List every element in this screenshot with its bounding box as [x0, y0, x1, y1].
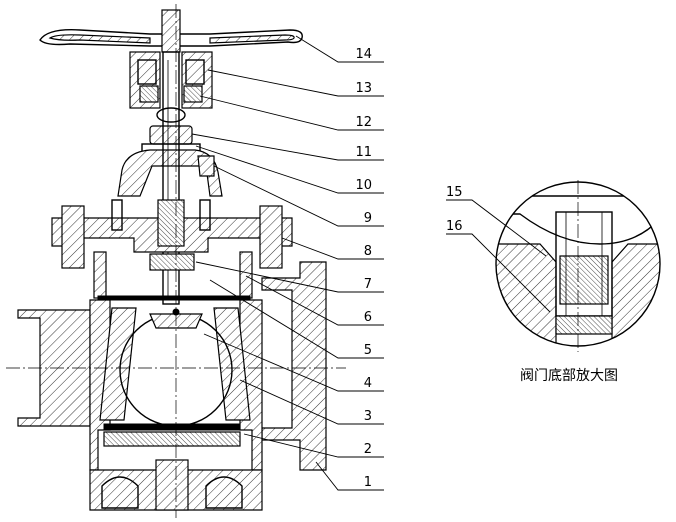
detail-caption: 阀门底部放大图 [520, 368, 618, 384]
part-number-labels: 14 13 12 11 10 9 8 7 6 5 4 3 2 1 [355, 47, 372, 490]
leader-lines [191, 35, 384, 491]
valve-cross-section [6, 4, 346, 518]
part-label-14: 14 [355, 47, 372, 62]
part-label-10: 10 [355, 178, 372, 193]
bonnet-flange [51, 199, 293, 269]
yoke-nut [129, 51, 213, 123]
stem-top [161, 9, 181, 53]
part-label-7: 7 [364, 277, 372, 292]
part-label-8: 8 [364, 244, 372, 259]
detail-label-16: 16 [446, 219, 463, 234]
part-label-4: 4 [364, 376, 372, 391]
part-label-1: 1 [364, 475, 372, 490]
handwheel [39, 29, 303, 47]
detail-view: 15 16 阀门底部放大图 [446, 180, 661, 384]
part-label-6: 6 [364, 310, 372, 325]
stem [162, 51, 180, 305]
gland [141, 125, 201, 153]
sleeve [93, 251, 253, 301]
part-label-9: 9 [364, 211, 372, 226]
bonnet-neck [117, 149, 223, 197]
part-label-3: 3 [364, 409, 372, 424]
part-label-11: 11 [355, 145, 372, 160]
detail-label-15: 15 [446, 185, 463, 200]
part-label-13: 13 [355, 81, 372, 96]
part-label-5: 5 [364, 343, 372, 358]
part-label-2: 2 [364, 442, 372, 457]
part-label-12: 12 [355, 115, 372, 130]
